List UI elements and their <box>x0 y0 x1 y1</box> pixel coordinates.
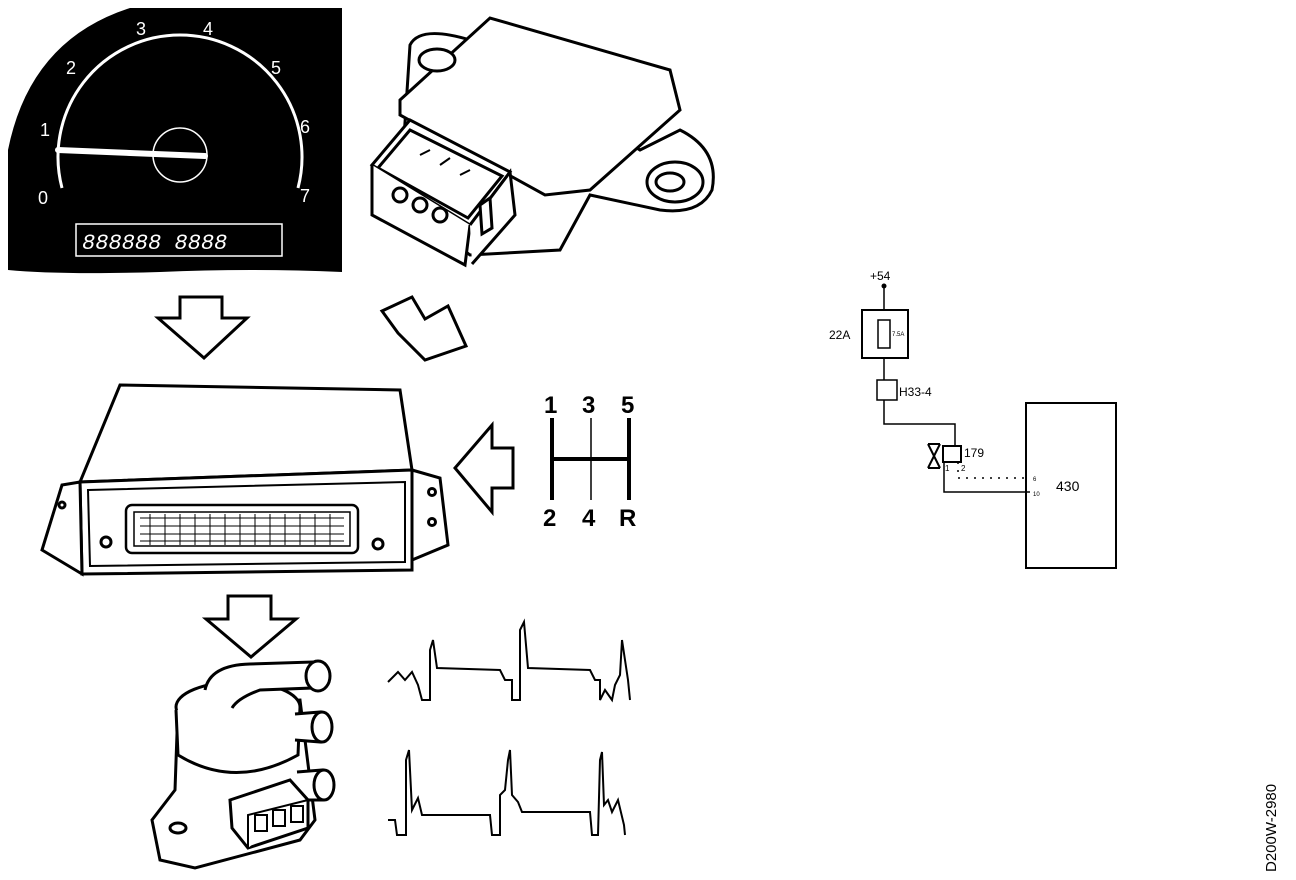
gear-label-1: 1 <box>544 392 557 419</box>
figure-code: D200W-2980 <box>1263 784 1280 872</box>
tach-arc <box>56 33 304 189</box>
cu-pin-10: 10 <box>1033 492 1040 498</box>
connector-label: H33-4 <box>899 385 932 399</box>
gear-label-3: 3 <box>582 392 595 419</box>
waveform-upper <box>387 618 631 703</box>
tach-num-7: 7 <box>300 186 310 206</box>
fuse-box <box>861 309 909 359</box>
tach-needle <box>55 147 208 159</box>
odometer-frame <box>75 223 283 257</box>
gear-label-2: 2 <box>543 505 556 532</box>
tach-num-0: 0 <box>38 188 48 208</box>
odometer-display: 888888 8888 <box>82 231 227 256</box>
valve-coil-symbol <box>927 443 941 469</box>
arrow-down-left <box>153 295 251 361</box>
fuse-rating: 7.5A <box>892 332 904 338</box>
cu-pin-6: 6 <box>1033 477 1037 483</box>
valve-symbol <box>942 445 962 463</box>
control-unit <box>40 383 450 577</box>
arrow-down-bottom <box>201 594 301 659</box>
waveform-lower <box>388 749 626 836</box>
supply-label: +54 <box>870 269 891 283</box>
connector-h33 <box>876 379 898 401</box>
gear-pattern: 1 3 5 2 4 R <box>543 392 636 532</box>
control-unit-box <box>1025 402 1117 569</box>
gear-label-r: R <box>619 505 636 532</box>
valve-label: 179 <box>964 446 984 460</box>
tach-num-2: 2 <box>66 58 76 78</box>
control-unit-label: 430 <box>1056 478 1080 494</box>
arrow-left <box>453 420 515 517</box>
fuse-box-label: 22A <box>829 328 850 342</box>
wiring-schematic: +54 22A 7.5A H33-4 179 1 2 430 6 10 <box>829 269 1117 569</box>
tach-num-5: 5 <box>271 58 281 78</box>
solenoid-valve <box>150 659 336 870</box>
arrow-down-diag <box>379 295 469 362</box>
tach-num-4: 4 <box>203 19 213 39</box>
throttle-sensor <box>369 16 715 268</box>
gear-label-5: 5 <box>621 392 634 419</box>
valve-pin-1: 1 <box>945 464 950 473</box>
tach-num-1: 1 <box>40 120 50 140</box>
tach-num-3: 3 <box>136 19 146 39</box>
gear-label-4: 4 <box>582 505 596 532</box>
fuse-element <box>877 319 891 349</box>
tach-num-6: 6 <box>300 117 310 137</box>
tachometer: 0 1 2 3 4 5 6 7 888888 8888 <box>8 8 342 274</box>
valve-pin-2: 2 <box>961 464 966 473</box>
